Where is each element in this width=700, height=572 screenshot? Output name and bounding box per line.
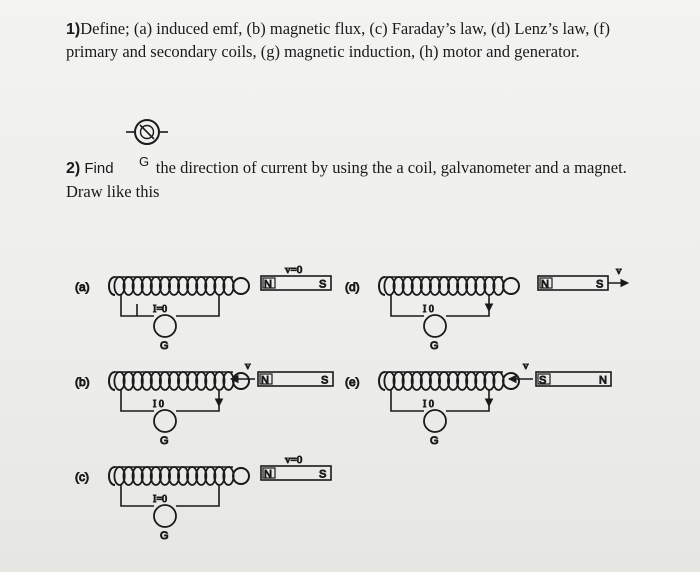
wire-right: [176, 485, 220, 507]
inline-galvanometer-label: G: [139, 154, 149, 169]
wire-right: [446, 390, 490, 412]
coil-end-ring: [232, 277, 250, 295]
magnet-pole-right: S: [596, 279, 603, 291]
magnet-pole-left: S: [539, 375, 546, 387]
wire-right: [176, 295, 220, 317]
velocity-label: v=0: [285, 264, 303, 276]
velocity-arrow: [229, 374, 239, 384]
magnet-pole-box: [539, 277, 553, 289]
question-2-text: the direction of current by using the a …: [155, 158, 627, 177]
velocity-label: v: [616, 265, 622, 277]
galvanometer-label: G: [160, 340, 169, 352]
question-2-find: Find: [84, 160, 114, 177]
question-1: 1)Define; (a) induced emf, (b) magnetic …: [66, 18, 676, 63]
current-label: I=0: [153, 494, 167, 505]
current-label: I 0: [153, 399, 164, 410]
coil-left-cap: [378, 371, 386, 391]
magnet-pole-right: S: [319, 279, 326, 291]
coil-left-cap: [108, 371, 116, 391]
question-2-draw-instruction: Draw like this: [66, 182, 160, 201]
velocity-label: v: [245, 360, 251, 372]
question-2-number: 2): [66, 160, 81, 177]
circuit-diagram-c: (c) G I=0 N Sv=0: [75, 454, 332, 543]
circuit-diagram-b: (b) G I 0 N Sv: [75, 360, 334, 448]
magnet-pole-box: [262, 277, 276, 289]
galvanometer-circle: [153, 504, 177, 528]
current-label: I 0: [423, 304, 434, 315]
galvanometer-circle: [423, 314, 447, 338]
circuit-diagram-d: (d) G I 0 N Sv: [345, 265, 630, 353]
galvanometer-label: G: [430, 435, 439, 447]
magnet-pole-left: N: [264, 469, 272, 481]
wire-left: [120, 390, 154, 412]
velocity-arrow: [620, 278, 630, 288]
coil-end-ring: [232, 372, 250, 390]
diagram-label: (d): [345, 280, 360, 294]
bar-magnet: [260, 275, 332, 291]
magnet-pole-box: [537, 373, 551, 385]
wire-left: [390, 390, 424, 412]
wire-left: [390, 295, 424, 317]
magnet-pole-left: N: [261, 375, 269, 387]
diagram-label: (c): [75, 470, 89, 484]
diagram-label: (a): [75, 280, 90, 294]
velocity-label: v: [523, 360, 529, 372]
galvanometer-label: G: [160, 435, 169, 447]
current-label: I 0: [423, 399, 434, 410]
coil-left-cap: [378, 276, 386, 296]
question-1-line-1: Define; (a) induced emf, (b) magnetic fl…: [80, 19, 610, 38]
circuit-diagram-e: (e) G I 0 S Nv: [345, 360, 612, 448]
current-arrow: [484, 398, 494, 408]
magnet-pole-right: S: [319, 469, 326, 481]
velocity-arrow: [507, 374, 517, 384]
question-1-line-2: primary and secondary coils, (g) magneti…: [66, 42, 580, 61]
magnet-pole-right: N: [599, 375, 607, 387]
galvanometer-circle: [153, 314, 177, 338]
magnet-pole-box: [259, 373, 273, 385]
coil-end-ring: [502, 372, 520, 390]
bar-magnet: [257, 371, 334, 387]
question-2: 2) Find the direction of current by usin…: [66, 155, 676, 201]
coil-left-cap: [108, 466, 116, 486]
circuit-diagram-a: (a) G I=0 N Sv=0: [75, 264, 332, 353]
diagram-label: (b): [75, 375, 90, 389]
magnet-pole-left: N: [541, 279, 549, 291]
magnet-pole-left: N: [264, 279, 272, 291]
magnet-pole-right: S: [321, 375, 328, 387]
wire-left: [120, 485, 154, 507]
bar-magnet: [260, 465, 332, 481]
galvanometer-label: G: [430, 340, 439, 352]
diagram-label: (e): [345, 375, 360, 389]
coil-left-cap: [108, 276, 116, 296]
magnet-pole-box: [262, 467, 276, 479]
galvanometer-circle: [423, 409, 447, 433]
current-arrow: [214, 398, 224, 408]
bar-magnet: [535, 371, 612, 387]
wire-right: [176, 390, 220, 412]
galvanometer-label: G: [160, 530, 169, 542]
coil-end-ring: [232, 467, 250, 485]
velocity-label: v=0: [285, 454, 303, 466]
galvanometer-circle: [153, 409, 177, 433]
wire-right: [446, 295, 490, 317]
question-1-number: 1): [66, 21, 81, 38]
coil-end-ring: [502, 277, 520, 295]
current-label: I=0: [153, 304, 167, 315]
current-arrow: [484, 303, 494, 313]
wire-left: [120, 295, 154, 317]
